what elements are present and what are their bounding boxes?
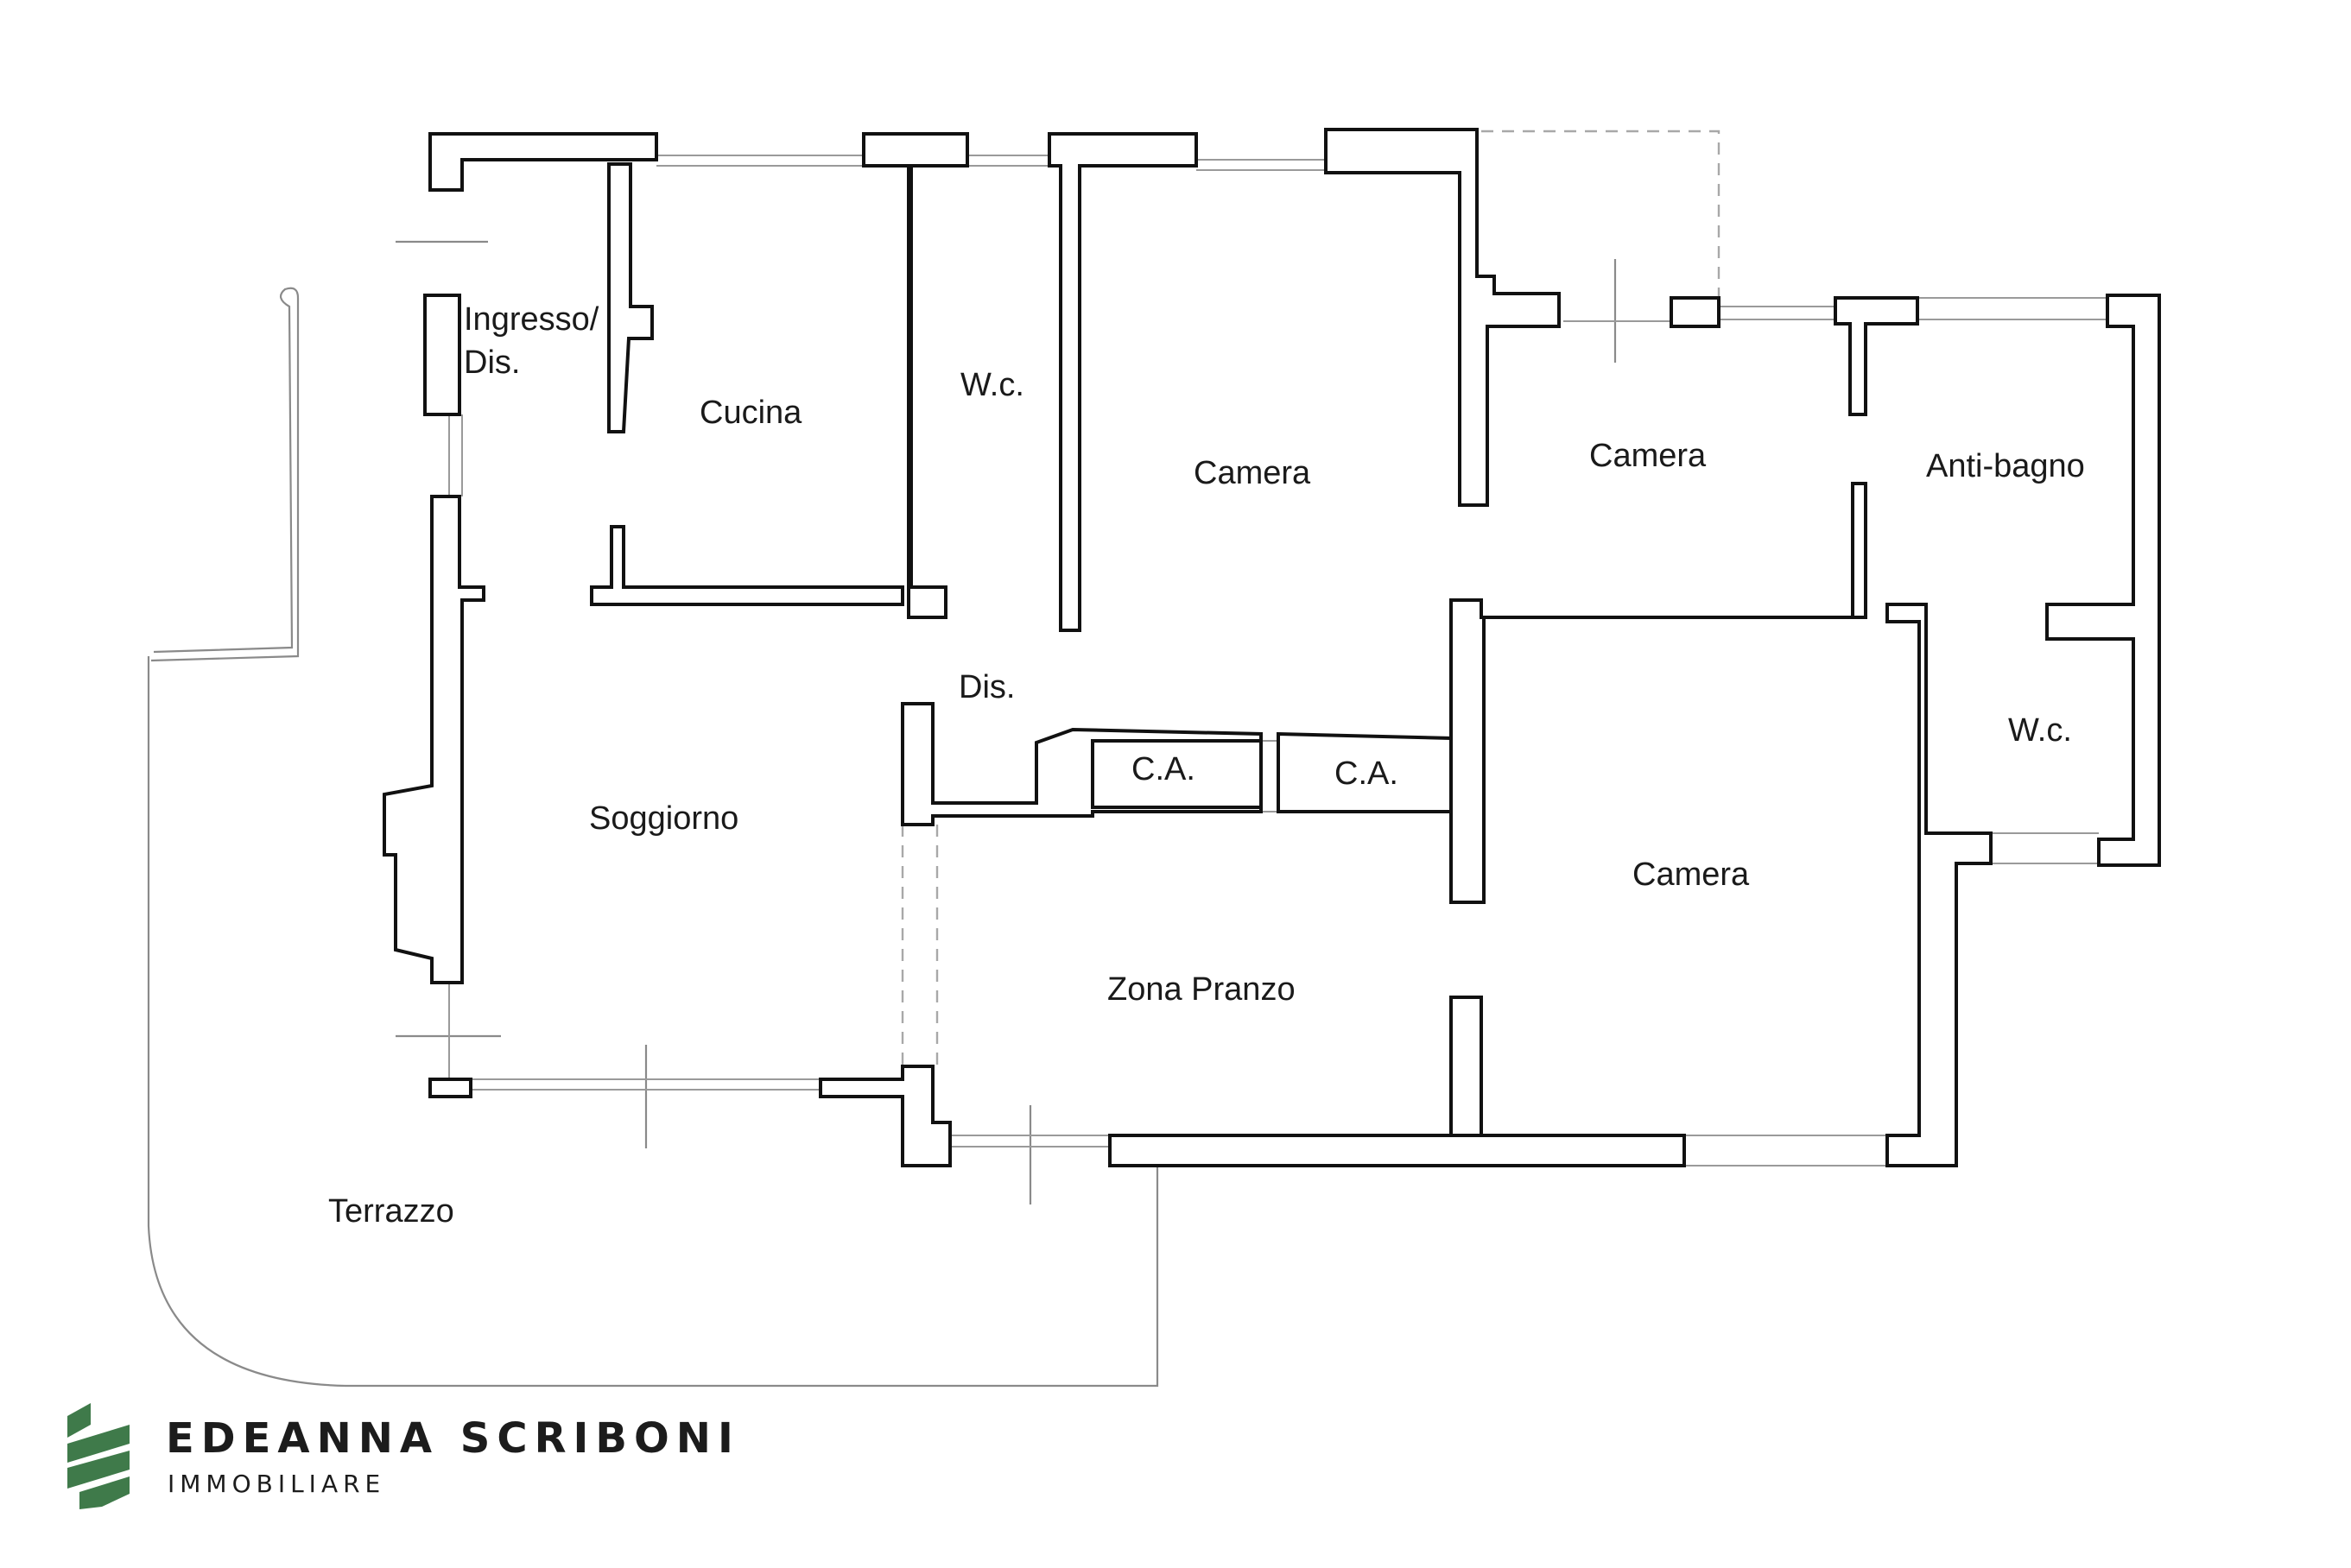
label-dis: Dis. — [959, 669, 1015, 705]
label-anti-bagno: Anti-bagno — [1926, 448, 2085, 484]
label-ca-2: C.A. — [1334, 756, 1398, 792]
room-labels: Ingresso/ Dis. Cucina W.c. Camera Camera… — [328, 301, 2085, 1230]
dashed-outlines — [901, 130, 1720, 1071]
walls — [383, 128, 2161, 1167]
label-ingresso-dis: Dis. — [464, 345, 520, 381]
label-ingresso: Ingresso/ — [464, 301, 599, 338]
label-zona-pranzo: Zona Pranzo — [1107, 971, 1296, 1008]
label-ca-1: C.A. — [1131, 751, 1195, 787]
label-wc-2: W.c. — [2008, 712, 2072, 749]
label-camera-1: Camera — [1194, 455, 1311, 491]
label-cucina: Cucina — [700, 395, 802, 431]
logo-mark-icon — [67, 1403, 130, 1509]
label-terrazzo: Terrazzo — [328, 1193, 454, 1230]
brand-subtitle: IMMOBILIARE — [168, 1470, 385, 1498]
brand-logo: EDEANNA SCRIBONI IMMOBILIARE — [67, 1403, 740, 1509]
label-soggiorno: Soggiorno — [589, 800, 738, 837]
terrace-outline — [147, 240, 1617, 1388]
label-camera-2: Camera — [1589, 438, 1707, 474]
label-wc-1: W.c. — [960, 367, 1024, 403]
label-camera-3: Camera — [1632, 857, 1750, 893]
brand-name: EDEANNA SCRIBONI — [166, 1414, 740, 1463]
